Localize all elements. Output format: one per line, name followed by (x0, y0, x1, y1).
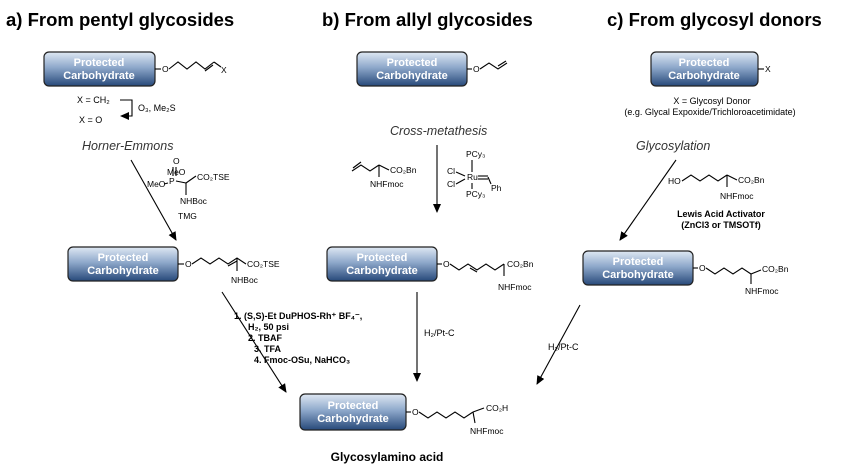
arrow-hydrogenation-c (536, 304, 581, 385)
svg-text:3. TFA: 3. TFA (254, 344, 282, 354)
svg-text:1. (S,S)-Et DuPHOS-Rh⁺ BF₄⁻,: 1. (S,S)-Et DuPHOS-Rh⁺ BF₄⁻, (234, 311, 362, 321)
svg-text:PCy₃: PCy₃ (466, 149, 486, 159)
svg-text:Protected: Protected (679, 57, 730, 69)
metathesis-partner: CO₂Bn NHFmoc (351, 161, 417, 189)
label-lewis-acid: Lewis Acid Activator (677, 209, 765, 219)
label-donor-examples: (e.g. Glycal Expoxide/Trichloroacetimida… (624, 107, 795, 117)
svg-text:Protected: Protected (613, 256, 664, 268)
linker-oxygen: O (699, 263, 706, 273)
carbohydrate-box-c-product: Protected Carbohydrate (582, 250, 694, 286)
label-cross-metathesis: Cross-metathesis (390, 124, 487, 138)
carbohydrate-box-final: Protected Carbohydrate (299, 393, 407, 431)
svg-text:TMG: TMG (178, 211, 197, 221)
svg-text:Cl: Cl (447, 166, 455, 176)
svg-text:Carbohydrate: Carbohydrate (63, 70, 135, 82)
carbohydrate-box-a-product: Protected Carbohydrate (67, 246, 179, 282)
label-activator-examples: (ZnCl3 or TMSOTf) (681, 220, 761, 230)
arrow-horner-emmons (130, 159, 177, 241)
heading-route-b: b) From allyl glycosides (322, 9, 533, 30)
final-acid: CO₂H (486, 403, 508, 413)
svg-text:CO₂Bn: CO₂Bn (390, 165, 417, 175)
svg-text:4. Fmoc-OSu, NaHCO₃: 4. Fmoc-OSu, NaHCO₃ (254, 355, 350, 365)
label-hydrogenation-c: H₂/Pt-C (548, 342, 579, 352)
svg-text:Carbohydrate: Carbohydrate (346, 265, 418, 277)
label-x-ch2: X = CH₂ (77, 95, 110, 105)
metathesis-product-nhfmoc: NHFmoc (498, 282, 532, 292)
svg-text:Carbohydrate: Carbohydrate (87, 265, 159, 277)
svg-text:MeO: MeO (147, 179, 166, 189)
svg-text:Carbohydrate: Carbohydrate (602, 269, 674, 281)
metathesis-product-ester: CO₂Bn (507, 259, 534, 269)
heading-route-a: a) From pentyl glycosides (6, 9, 234, 30)
label-glycosyl-donor: X = Glycosyl Donor (673, 96, 750, 106)
svg-text:Cl: Cl (447, 179, 455, 189)
linker-oxygen: O (473, 64, 480, 74)
dehydroamino-ester: CO₂TSE (247, 259, 280, 269)
linker-oxygen: O (412, 407, 419, 417)
glycosyl-acceptor: HO CO₂Bn NHFmoc (668, 174, 765, 201)
linker-oxygen: O (185, 259, 192, 269)
svg-text:NHFmoc: NHFmoc (720, 191, 754, 201)
svg-text:P: P (169, 176, 175, 186)
svg-text:CO₂TSE: CO₂TSE (197, 172, 230, 182)
label-x-o: X = O (79, 115, 102, 125)
heading-route-c: c) From glycosyl donors (607, 9, 822, 30)
svg-text:H₂, 50 psi: H₂, 50 psi (248, 322, 289, 332)
label-glycosylamino-acid: Glycosylamino acid (331, 450, 444, 464)
svg-text:Protected: Protected (98, 252, 149, 264)
carbohydrate-box-b-product: Protected Carbohydrate (326, 246, 438, 282)
terminal-atom-x: X (221, 65, 227, 75)
terminal-atom-x: X (765, 64, 771, 74)
carbohydrate-box-a-start: Protected Carbohydrate (43, 51, 156, 87)
dehydroamino-nhboc: NHBoc (231, 275, 259, 285)
glycoside-product-ester: CO₂Bn (762, 264, 789, 274)
final-nhfmoc: NHFmoc (470, 426, 504, 436)
carbohydrate-box-b-start: Protected Carbohydrate (356, 51, 468, 87)
svg-text:Ru: Ru (467, 172, 478, 182)
svg-text:CO₂Bn: CO₂Bn (738, 175, 765, 185)
carbohydrate-box-c-start: Protected Carbohydrate (650, 51, 759, 87)
svg-text:O: O (173, 156, 180, 166)
svg-text:HO: HO (668, 176, 681, 186)
svg-text:Protected: Protected (387, 57, 438, 69)
label-glycosylation: Glycosylation (636, 139, 710, 153)
svg-text:PCy₃: PCy₃ (466, 189, 486, 199)
svg-text:Carbohydrate: Carbohydrate (376, 70, 448, 82)
arrow-glycosylation (619, 159, 677, 241)
svg-text:Carbohydrate: Carbohydrate (317, 413, 389, 425)
label-hydrogenation-b: H₂/Pt-C (424, 328, 455, 338)
svg-text:NHFmoc: NHFmoc (370, 179, 404, 189)
svg-text:Carbohydrate: Carbohydrate (668, 70, 740, 82)
svg-text:2. TBAF: 2. TBAF (248, 333, 283, 343)
svg-text:Protected: Protected (328, 400, 379, 412)
svg-text:Protected: Protected (357, 252, 408, 264)
arrow-hydrogenation-a (221, 291, 287, 393)
linker-oxygen: O (443, 259, 450, 269)
linker-oxygen: O (162, 64, 169, 74)
route-a-steps: 1. (S,S)-Et DuPHOS-Rh⁺ BF₄⁻, H₂, 50 psi … (234, 311, 362, 365)
label-ozonolysis: O₃, Me₂S (138, 103, 176, 113)
glycoside-product-nhfmoc: NHFmoc (745, 286, 779, 296)
svg-text:NHBoc: NHBoc (180, 196, 208, 206)
phosphonate-reagent: MeO MeO P O CO₂TSE NHBoc TMG (147, 156, 230, 221)
svg-text:Ph: Ph (491, 183, 502, 193)
svg-text:Protected: Protected (74, 57, 125, 69)
grubbs-catalyst: PCy₃ Cl Ru Cl PCy₃ Ph (447, 149, 502, 199)
label-horner-emmons: Horner-Emmons (82, 139, 173, 153)
